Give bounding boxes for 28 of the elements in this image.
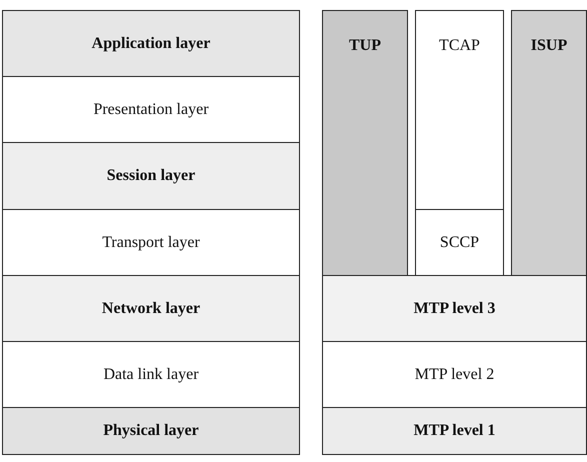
- layer-name: SCCP: [440, 234, 480, 252]
- layer-name: Presentation layer: [93, 100, 209, 118]
- layer-box: [2, 407, 300, 455]
- layer-name: Network layer: [102, 300, 200, 318]
- layer-box: [322, 10, 408, 276]
- layer-name: MTP level 2: [414, 366, 494, 384]
- layer-name: Physical layer: [103, 422, 199, 440]
- layer-box: [415, 10, 504, 210]
- layer-name: Data link layer: [103, 366, 199, 384]
- layer-name: ISUP: [530, 37, 568, 55]
- layer-box: [2, 76, 300, 143]
- layer-name: MTP level 1: [414, 422, 496, 440]
- layer-name: TUP: [349, 37, 381, 55]
- layer-box: [2, 275, 300, 342]
- layer-name: Application layer: [92, 34, 210, 52]
- layer-box: [2, 209, 300, 276]
- layer-box: [511, 10, 587, 276]
- layer-name: Session layer: [106, 167, 196, 185]
- layer-box: [2, 142, 300, 210]
- layer-box: [415, 209, 504, 276]
- layer-box: [2, 341, 300, 408]
- layer-name: MTP level 3: [414, 300, 496, 318]
- layer-box: [322, 407, 587, 455]
- layer-name: TCAP: [439, 37, 480, 55]
- layer-name: Transport layer: [102, 234, 200, 252]
- layer-box: [322, 275, 587, 342]
- layer-box: [322, 341, 587, 408]
- layer-box: [2, 10, 300, 77]
